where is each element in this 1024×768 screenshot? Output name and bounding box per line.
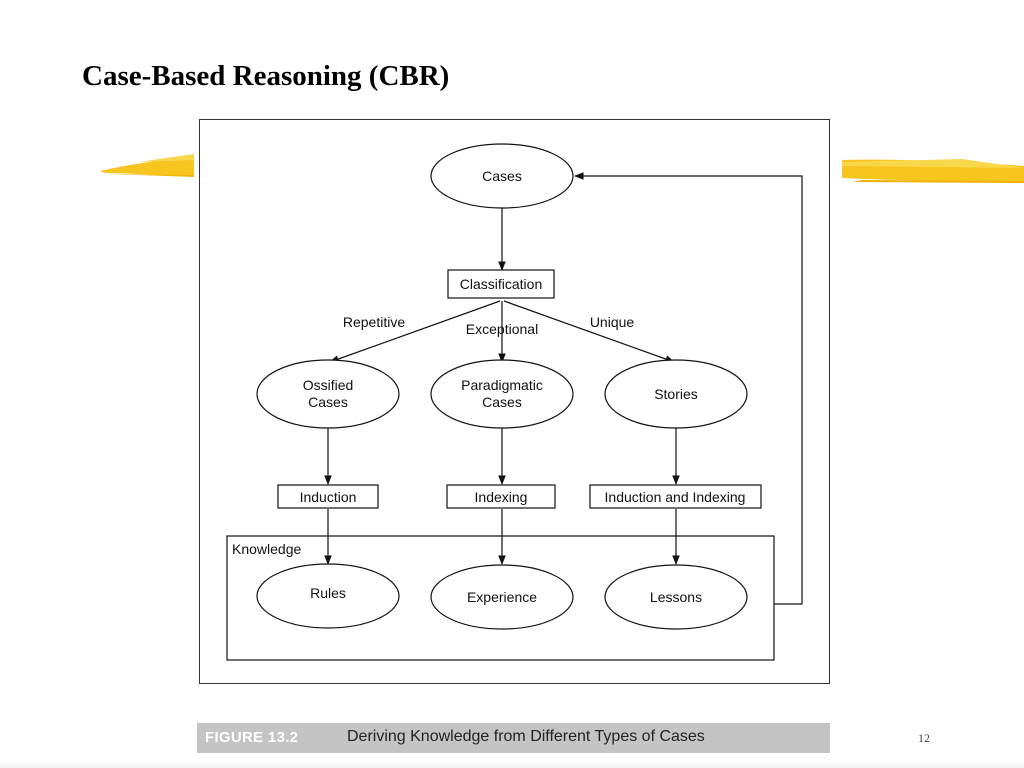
label-exceptional: Exceptional — [466, 321, 538, 337]
node-lessons — [604, 564, 748, 630]
label-induction-and-indexing: Induction and Indexing — [605, 489, 746, 505]
label-repetitive: Repetitive — [343, 314, 405, 330]
node-paradigmatic-cases — [430, 359, 574, 429]
label-rules: Rules — [310, 585, 346, 601]
label-unique: Unique — [590, 314, 635, 330]
node-ossified-cases — [256, 359, 400, 429]
brush-stroke-right — [842, 159, 1024, 183]
edge-repetitive — [329, 300, 501, 363]
figure-number: FIGURE 13.2 — [205, 729, 299, 746]
label-experience: Experience — [467, 589, 537, 605]
node-induction — [277, 484, 379, 509]
node-cases — [430, 143, 574, 209]
bottom-strip — [0, 760, 1024, 768]
label-indexing: Indexing — [475, 489, 528, 505]
label-induction: Induction — [300, 489, 357, 505]
label-knowledge: Knowledge — [232, 541, 301, 557]
edge-feedback-lessons-cases — [574, 172, 803, 605]
brush-stroke-left — [100, 154, 194, 177]
cbr-diagram: Cases Classification Repetitive Exceptio… — [226, 143, 803, 661]
label-lessons: Lessons — [650, 589, 702, 605]
node-indexing — [446, 484, 556, 509]
label-ossified-line2: Cases — [308, 394, 348, 410]
node-classification — [447, 269, 555, 299]
label-paradigmatic-line2: Cases — [482, 394, 522, 410]
node-stories — [604, 359, 748, 429]
label-classification: Classification — [460, 276, 542, 292]
label-paradigmatic-line1: Paradigmatic — [461, 377, 543, 393]
slide-title: Case-Based Reasoning (CBR) — [82, 60, 450, 92]
label-ossified-line1: Ossified — [303, 377, 354, 393]
node-rules — [256, 563, 400, 629]
page-number: 12 — [918, 731, 930, 745]
figure-caption-bar: FIGURE 13.2 Deriving Knowledge from Diff… — [197, 723, 830, 753]
label-cases: Cases — [482, 168, 522, 184]
figure-frame: Cases Classification Repetitive Exceptio… — [199, 119, 830, 684]
label-stories: Stories — [654, 386, 698, 402]
node-induction-and-indexing — [589, 484, 762, 509]
knowledge-container — [226, 535, 775, 661]
figure-caption: Deriving Knowledge from Different Types … — [347, 728, 705, 745]
node-experience — [430, 564, 574, 630]
edge-unique — [503, 300, 675, 363]
